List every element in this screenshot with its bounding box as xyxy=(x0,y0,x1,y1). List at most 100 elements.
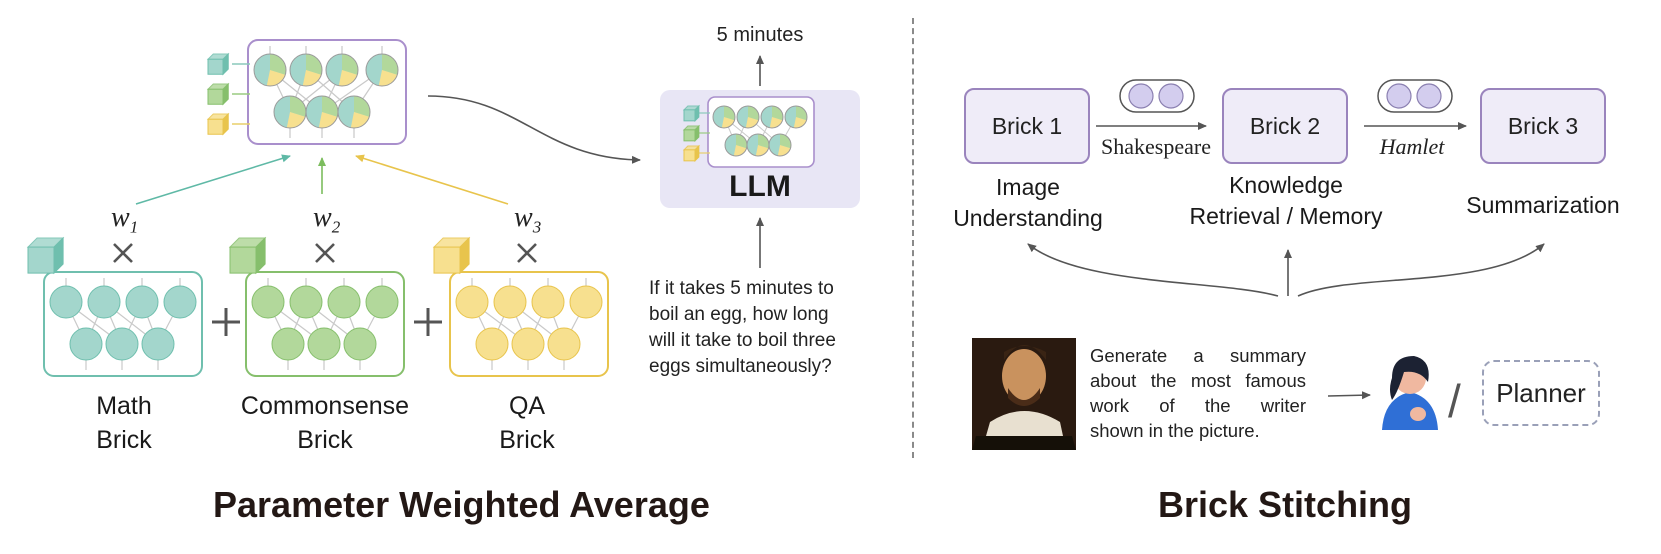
shakespeare-portrait-image xyxy=(972,338,1076,450)
question-text: If it takes 5 minutes to boil an egg, ho… xyxy=(649,276,889,380)
prompt-line: about the most famous xyxy=(1090,370,1306,391)
planner-box: Planner xyxy=(1482,360,1600,426)
merged-node xyxy=(365,53,399,87)
prompt-line: Generate a summary xyxy=(1090,345,1306,366)
commonsense-node xyxy=(289,285,323,319)
qa-brick-suffix: Brick xyxy=(499,425,555,454)
math-brick-network xyxy=(26,236,203,377)
llm-node xyxy=(736,105,760,129)
merged-input-cubes xyxy=(206,52,250,136)
llm-node xyxy=(712,105,736,129)
commonsense-node xyxy=(251,285,285,319)
qa-node xyxy=(493,285,527,319)
llm-green-cube-icon xyxy=(682,124,701,143)
to-image-understanding-arrow xyxy=(1027,243,1279,297)
llm-teal-cube-icon xyxy=(682,104,701,123)
math-node xyxy=(163,285,197,319)
qa-brick-name: QA xyxy=(508,392,546,420)
commonsense-node xyxy=(343,327,377,361)
question-line: eggs simultaneously? xyxy=(649,356,832,377)
prompt-line: shown in the picture. xyxy=(1090,420,1260,441)
merged-node xyxy=(289,53,323,87)
math-brick-label: Math Brick xyxy=(54,390,194,458)
person-agent-icon xyxy=(1382,356,1438,430)
math-node xyxy=(49,285,83,319)
math-brick-cube-icon xyxy=(26,236,65,275)
commonsense-node xyxy=(271,327,305,361)
commonsense-brick-suffix: Brick xyxy=(297,425,353,454)
merged-network xyxy=(247,39,407,145)
llm-node xyxy=(760,105,784,129)
brick-2: Brick 2 xyxy=(1222,88,1348,164)
merged-node xyxy=(325,53,359,87)
right-section-title: Brick Stitching xyxy=(1158,484,1413,525)
prompt-line: work of the writer xyxy=(1090,395,1306,416)
section-divider xyxy=(912,18,914,458)
math-node xyxy=(87,285,121,319)
commonsense-brick-cube-icon xyxy=(228,236,267,275)
prompt-to-agent-arrow xyxy=(1327,391,1371,400)
merged-node xyxy=(273,95,307,129)
qa-to-merged-arrow xyxy=(355,154,509,205)
question-line: boil an egg, how long xyxy=(649,304,829,325)
question-line: If it takes 5 minutes to xyxy=(649,278,834,299)
left-diagram-graphics xyxy=(26,39,860,377)
token-pill-2 xyxy=(1377,79,1453,113)
prompt-text: Generate a summary about the most famous… xyxy=(1090,343,1306,443)
weight-label-2: w2 xyxy=(313,202,341,237)
commonsense-brick-label: Commonsense Brick xyxy=(220,390,430,458)
token-pill-1 xyxy=(1119,79,1195,113)
role-line: Image xyxy=(996,174,1060,200)
commonsense-node xyxy=(307,327,341,361)
role-line: Retrieval / Memory xyxy=(1189,203,1383,230)
llm-yellow-cube-icon xyxy=(682,144,701,163)
role-line: Summarization xyxy=(1466,192,1620,218)
math-node xyxy=(141,327,175,361)
small-yellow-cube-icon xyxy=(206,112,230,136)
llm-node xyxy=(746,133,770,157)
math-brick-name: Math xyxy=(96,392,152,420)
plus-symbol-1 xyxy=(212,308,240,336)
commonsense-brick-name: Commonsense xyxy=(240,392,410,420)
edge-label-shakespeare: Shakespeare xyxy=(1101,134,1211,159)
times-symbol-1 xyxy=(113,243,133,263)
qa-brick-network xyxy=(432,236,609,377)
math-node xyxy=(105,327,139,361)
llm-panel xyxy=(660,90,860,208)
qa-node xyxy=(475,327,509,361)
weight-label-3: w3 xyxy=(514,202,542,237)
merged-node xyxy=(253,53,287,87)
llm-output: 5 minutes xyxy=(716,24,804,46)
qa-node xyxy=(547,327,581,361)
plus-symbol-2 xyxy=(414,308,442,336)
question-line: will it take to boil three xyxy=(649,330,836,351)
separator-slash: / xyxy=(1448,375,1461,427)
math-node xyxy=(125,285,159,319)
role-image-understanding: Image Understanding xyxy=(930,172,1126,234)
times-symbol-2 xyxy=(315,243,335,263)
commonsense-node xyxy=(327,285,361,319)
qa-brick-label: QA Brick xyxy=(457,390,597,458)
qa-brick-cube-icon xyxy=(432,236,471,275)
math-node xyxy=(69,327,103,361)
merged-node xyxy=(305,95,339,129)
commonsense-brick-network xyxy=(228,236,405,377)
brick-3: Brick 3 xyxy=(1480,88,1606,164)
llm-label: LLM xyxy=(729,170,791,203)
left-section-title: Parameter Weighted Average xyxy=(213,484,710,525)
role-line: Understanding xyxy=(953,205,1103,232)
brick-1: Brick 1 xyxy=(964,88,1090,164)
llm-node xyxy=(768,133,792,157)
merged-node xyxy=(337,95,371,129)
commonsense-node xyxy=(365,285,399,319)
math-brick-suffix: Brick xyxy=(96,425,152,454)
merged-to-llm-arrow xyxy=(427,95,641,164)
qa-node xyxy=(531,285,565,319)
qa-node xyxy=(455,285,489,319)
qa-node xyxy=(569,285,603,319)
small-teal-cube-icon xyxy=(206,52,230,76)
role-line: Knowledge xyxy=(1229,172,1343,198)
qa-node xyxy=(511,327,545,361)
llm-node xyxy=(724,133,748,157)
role-knowledge-retrieval: Knowledge Retrieval / Memory xyxy=(1166,170,1406,232)
